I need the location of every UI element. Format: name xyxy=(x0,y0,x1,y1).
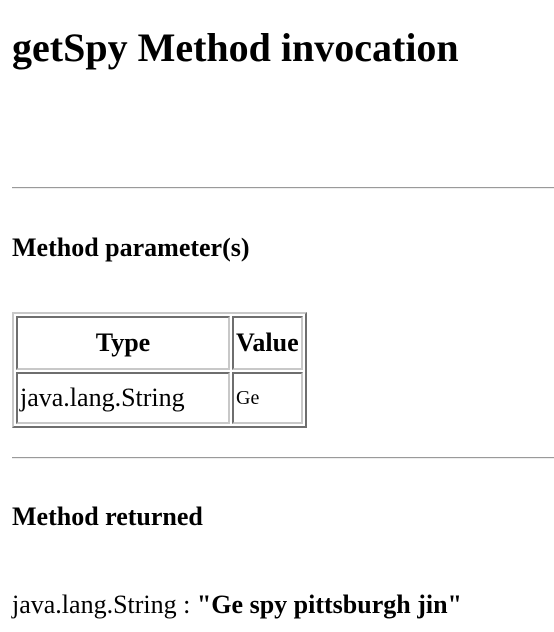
column-header-type: Type xyxy=(16,316,230,370)
divider xyxy=(12,187,554,189)
return-separator: : xyxy=(176,590,197,619)
parameter-value-cell: Ge xyxy=(232,372,303,424)
page-title: getSpy Method invocation xyxy=(12,25,459,70)
return-result: java.lang.String : "Ge spy pittsburgh ji… xyxy=(12,588,462,622)
method-parameters-heading: Method parameter(s) xyxy=(12,233,250,262)
return-value: "Ge spy pittsburgh jin" xyxy=(196,590,462,619)
parameter-type-cell: java.lang.String xyxy=(16,372,230,424)
table-row: java.lang.String Ge xyxy=(16,372,303,424)
method-returned-heading: Method returned xyxy=(12,502,203,531)
parameters-table: Type Value java.lang.String Ge xyxy=(12,312,307,428)
table-header-row: Type Value xyxy=(16,316,303,370)
return-type: java.lang.String xyxy=(12,590,177,619)
divider xyxy=(12,457,554,459)
column-header-value: Value xyxy=(232,316,303,370)
